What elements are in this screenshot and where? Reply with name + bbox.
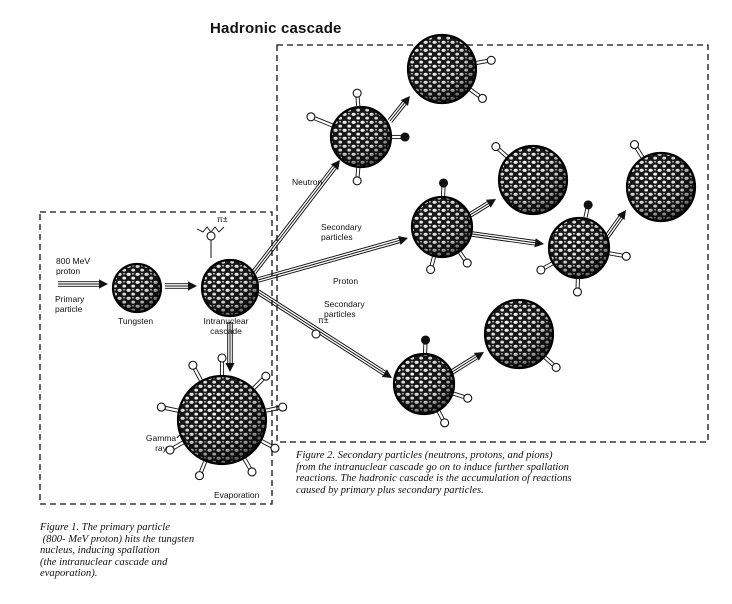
incoming-proton-arrow <box>58 279 108 289</box>
tungsten-to-cascade-arrow <box>165 281 197 291</box>
figure1-caption: Figure 1. The primary particle (800- MeV… <box>40 522 280 580</box>
neutron-stub <box>452 391 473 403</box>
figure1-caption-line: (the intranuclear cascade and <box>40 556 168 568</box>
pion-particle <box>206 231 216 241</box>
primary-label-line1: Primary <box>55 294 85 304</box>
proton-stub <box>392 132 410 142</box>
tungsten-nucleus <box>111 262 163 314</box>
neutron-stub <box>458 251 472 268</box>
evaporation-label: Evaporation <box>214 490 260 500</box>
figure1-caption-line: evaporation). <box>40 568 98 580</box>
neutron-stub <box>306 112 334 128</box>
gamma-label-line1: Gamma <box>145 433 177 443</box>
figure2-caption-line: Figure 2. Secondary particles (neutrons,… <box>296 450 553 461</box>
neutron-stub <box>629 140 645 159</box>
intranuclear-cascade-label: Intranuclear cascade <box>196 316 256 336</box>
pion-symbol-label: π± <box>217 214 228 224</box>
gamma-label-line2: ray <box>155 443 167 453</box>
to-middle-right-arrow <box>471 231 544 248</box>
to-far-right-arrow <box>603 210 626 240</box>
figure2-caption-line: from the intranuclear cascade go on to i… <box>296 461 569 473</box>
pion-symbol-label-lower: π± <box>318 315 329 325</box>
energy-label-line2: proton <box>56 266 81 276</box>
neutron-path-arrow <box>251 160 340 274</box>
neutron-label: Neutron <box>292 177 323 187</box>
proton-stub <box>583 200 593 219</box>
diagram-title: Hadronic cascade <box>210 20 342 37</box>
evaporation-neutron-stub <box>265 402 288 413</box>
gamma-ray-wiggle <box>176 434 210 442</box>
intranuclear-nucleus <box>200 258 260 318</box>
primary-label-line2: particle <box>55 304 83 314</box>
secondary-upper-line2: particles <box>321 232 353 242</box>
upper-right-nucleus <box>497 144 569 216</box>
secondary-lower-line2: particles <box>324 309 356 319</box>
top-nucleus <box>406 33 478 105</box>
proton-stub <box>420 335 431 354</box>
far-right-nucleus <box>625 151 697 223</box>
neutron-stub <box>352 88 362 107</box>
lower-right-nucleus <box>483 298 555 370</box>
figure1-caption-line: nucleus, inducing spallation <box>40 545 160 557</box>
evaporation-neutron-stub <box>252 371 271 390</box>
cascade-to-evaporation-arrow <box>225 322 235 372</box>
neutron-target-nucleus <box>329 105 393 169</box>
secondary-particles-label-lower: Secondary particles <box>324 299 365 319</box>
to-upper-right-arrow <box>468 199 496 218</box>
gamma-ray-label: Gamma ray <box>143 433 179 453</box>
intranuclear-label-line2: cascade <box>210 326 242 336</box>
energy-label: 800 MeV proton <box>56 256 90 276</box>
secondary-lower-line1: Secondary <box>324 299 365 309</box>
middle-right-nucleus <box>547 216 611 280</box>
neutron-stub <box>491 141 509 159</box>
primary-particle-label: Primary particle <box>55 294 84 314</box>
neutron-stub <box>543 355 561 373</box>
pion-target-nucleus <box>392 352 456 416</box>
figure2-caption-line: caused by primary plus secondary particl… <box>296 484 484 496</box>
neutron-stub <box>572 278 583 297</box>
proton-target-nucleus <box>410 195 474 259</box>
neutron-stub <box>352 167 362 186</box>
evaporation-neutron-stub <box>242 457 257 477</box>
to-top-nucleus-arrow <box>387 96 410 123</box>
intranuclear-label-line1: Intranuclear <box>203 316 249 326</box>
energy-label-line1: 800 MeV <box>56 256 91 266</box>
tungsten-label: Tungsten <box>118 316 154 326</box>
evaporation-neutron-stub <box>260 439 280 453</box>
evaporation-neutron-stub <box>194 460 208 481</box>
evaporation-neutron-stub <box>217 353 227 375</box>
neutron-stub <box>436 410 450 428</box>
pion-track <box>196 226 225 233</box>
to-lower-right-arrow <box>450 352 484 375</box>
neutron-stub <box>609 251 631 261</box>
figure2-caption: Figure 2. Secondary particles (neutrons,… <box>296 450 726 496</box>
figure1-caption-line: Figure 1. The primary particle <box>40 522 170 533</box>
secondary-upper-line1: Secondary <box>321 222 362 232</box>
proton-path-arrow <box>257 235 408 283</box>
primary-reaction-frame <box>39 211 273 505</box>
neutron-stub <box>469 87 488 103</box>
evaporation-neutron-stub <box>188 360 203 382</box>
proton-stub <box>438 178 449 197</box>
evaporation-neutron-stub <box>156 402 179 413</box>
figure2-caption-line: reactions. The hadronic cascade is the a… <box>296 473 572 485</box>
evaporation-nucleus <box>176 374 268 466</box>
pion-particle-2 <box>311 329 321 339</box>
neutron-stub <box>426 256 436 275</box>
figure1-caption-line: (800- MeV proton) hits the tungsten <box>40 533 195 545</box>
proton-label: Proton <box>333 276 359 286</box>
secondary-cascade-frame <box>276 44 709 443</box>
evaporation-neutron-stub <box>165 440 185 455</box>
neutron-stub <box>476 55 496 65</box>
neutron-stub <box>536 261 554 275</box>
secondary-particles-label-upper: Secondary particles <box>321 222 362 242</box>
